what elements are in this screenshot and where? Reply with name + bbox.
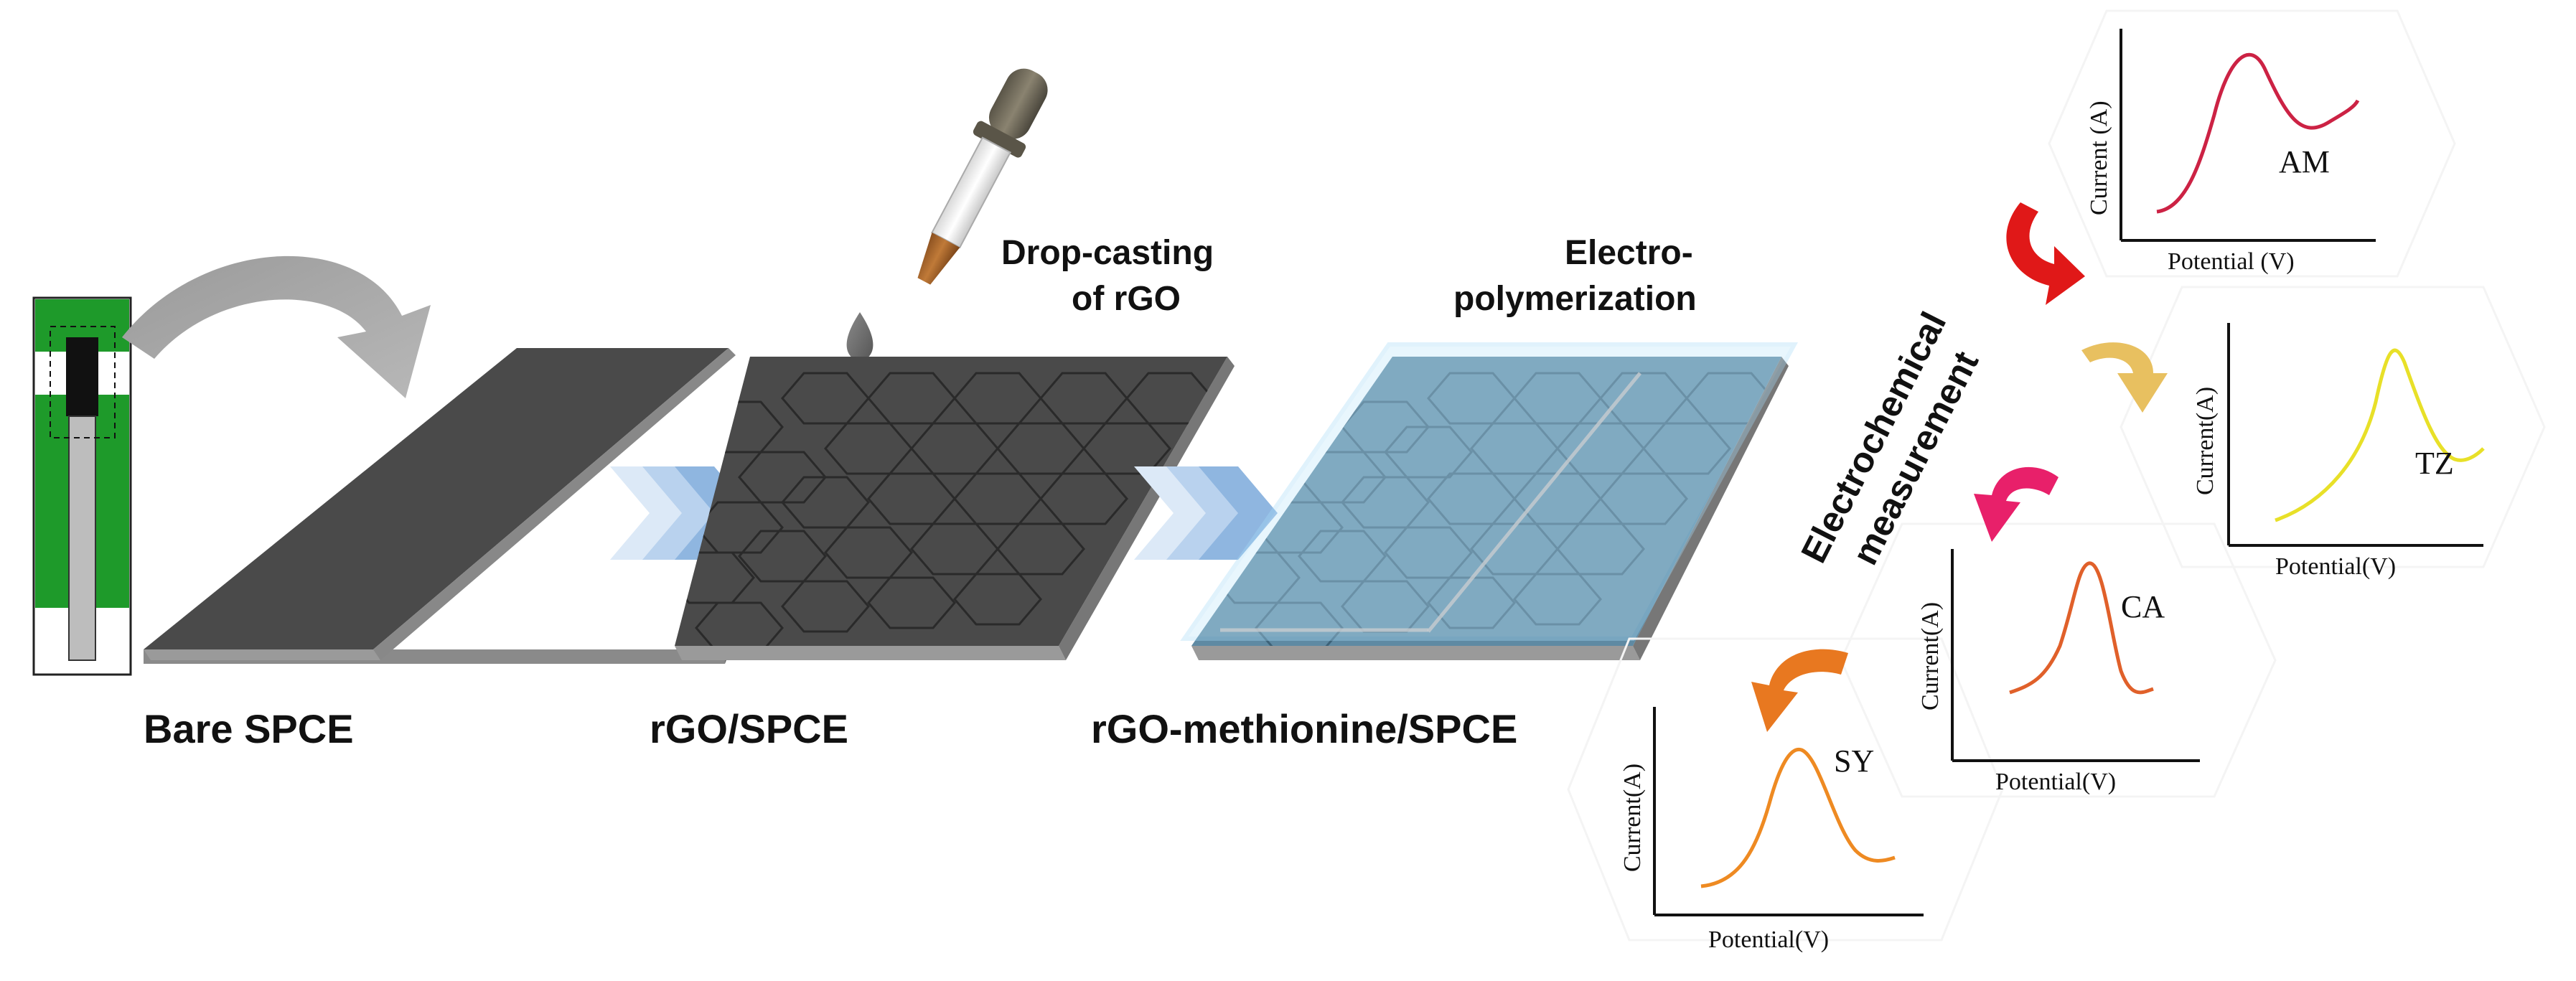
bare-spce-label: Bare SPCE xyxy=(144,706,354,751)
ca-voltammogram-curve xyxy=(2009,561,2154,695)
curved-red-arrow xyxy=(2006,202,2085,305)
rgo-spce-label: rGO/SPCE xyxy=(650,706,848,751)
curved-orange-arrow xyxy=(1751,649,1848,732)
am-voltammogram-curve xyxy=(2156,52,2360,214)
bare-spce-strip xyxy=(144,348,736,664)
screen-printed-electrode xyxy=(32,296,132,676)
plot-ca: CA Potential(V) Current(A) xyxy=(1917,549,2200,795)
drop-casting-label-2: of rGO xyxy=(1072,280,1181,318)
sy-series-label: SY xyxy=(1834,743,1874,779)
chevron-arrow-2 xyxy=(1134,466,1278,560)
ca-y-axis-label: Current(A) xyxy=(1917,602,1944,710)
drop-casting-label-1: Drop-casting xyxy=(1001,234,1214,272)
sy-y-axis-label: Current(A) xyxy=(1619,764,1646,872)
electro-label-1: Electro- xyxy=(1565,234,1693,272)
plot-am: AM Potential (V) Current (A) xyxy=(2086,29,2376,275)
tz-voltammogram-curve xyxy=(2275,348,2485,522)
electrochemical-measurement-label: Electrochemical measurement xyxy=(1793,306,1986,571)
sy-voltammogram-curve xyxy=(1700,747,1896,888)
rgo-methionine-spce-strip xyxy=(1180,342,1799,660)
tz-y-axis-label: Current(A) xyxy=(2192,387,2219,495)
curved-gray-arrow xyxy=(122,255,431,398)
curved-gold-arrow xyxy=(2081,342,2168,413)
rgo-spce-strip xyxy=(675,357,1235,660)
ca-x-axis-label: Potential(V) xyxy=(1995,769,2116,795)
plot-sy: SY Potential(V) Current(A) xyxy=(1619,707,1924,953)
dropper-icon xyxy=(917,68,1048,285)
electro-label-2: polymerization xyxy=(1453,280,1697,318)
curved-pink-arrow xyxy=(1974,466,2059,542)
tz-x-axis-label: Potential(V) xyxy=(2275,553,2396,580)
rgo-methionine-spce-label: rGO-methionine/SPCE xyxy=(1091,706,1517,751)
sy-x-axis-label: Potential(V) xyxy=(1708,926,1829,953)
tz-series-label: TZ xyxy=(2415,446,2454,481)
am-series-label: AM xyxy=(2279,144,2330,179)
am-y-axis-label: Current (A) xyxy=(2086,100,2112,215)
am-x-axis-label: Potential (V) xyxy=(2168,248,2295,275)
ca-series-label: CA xyxy=(2121,589,2165,624)
plot-tz: TZ Potential(V) Current(A) xyxy=(2192,323,2485,580)
